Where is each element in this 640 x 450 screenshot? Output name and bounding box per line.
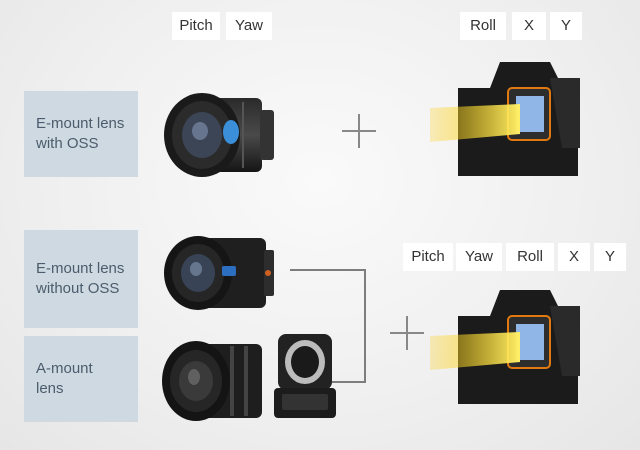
label-line-2: without OSS: [36, 280, 120, 297]
axis-tag-yaw-bottom: Yaw: [456, 243, 502, 271]
label-line-1: E-mount lens: [36, 260, 125, 277]
axis-tag-roll-top: Roll: [460, 12, 506, 40]
axis-tag-y-top: Y: [550, 12, 582, 40]
lens-amount-image: [162, 341, 262, 421]
axis-tag-roll-bottom: Roll: [506, 243, 554, 271]
camera-image: [430, 290, 580, 404]
lens-oss-image: [164, 93, 274, 177]
label-amount-lens: A-mount lens: [24, 336, 138, 422]
axis-tag-yaw-top: Yaw: [226, 12, 272, 40]
label-line-1: A-mount: [36, 360, 93, 377]
axis-tag-x-top: X: [512, 12, 546, 40]
label-line-2: lens: [36, 380, 64, 397]
axis-tag-x-bottom: X: [558, 243, 590, 271]
label-line-1: E-mount lens: [36, 115, 125, 132]
axis-tag-pitch-bottom: Pitch: [403, 243, 453, 271]
lens-zeiss-image: [164, 236, 274, 310]
label-emount-without-oss: E-mount lens without OSS: [24, 230, 138, 328]
plus-icon: [342, 114, 376, 148]
axis-tag-pitch-top: Pitch: [172, 12, 220, 40]
label-line-2: with OSS: [36, 135, 99, 152]
axis-tag-y-bottom: Y: [594, 243, 626, 271]
plus-icon: [390, 316, 424, 350]
label-emount-with-oss: E-mount lens with OSS: [24, 91, 138, 177]
mount-adapter-image: [274, 334, 336, 418]
camera-image: [430, 62, 580, 176]
